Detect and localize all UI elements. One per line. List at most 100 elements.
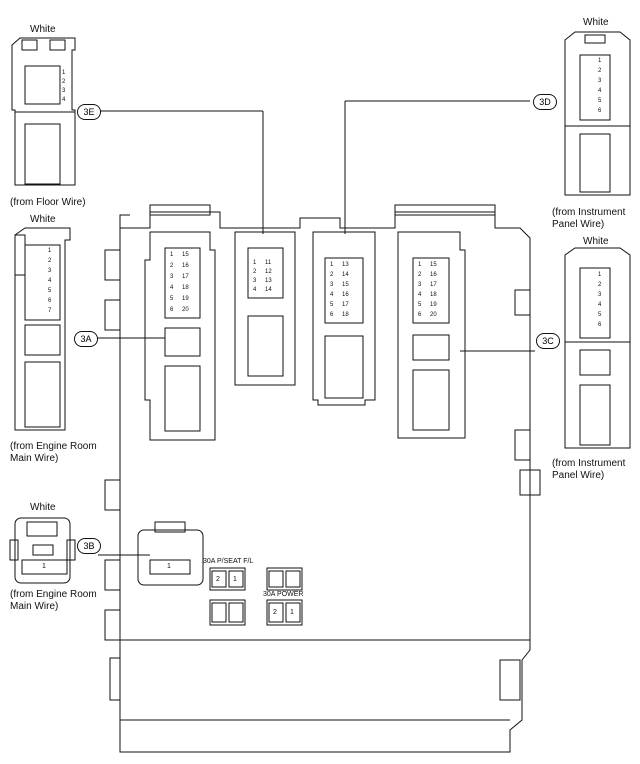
callout-3B: 3B [77,538,101,554]
pin-3E-left: 1 [253,260,257,266]
pin-3D-right: 16 [342,292,349,298]
connector-3A-color: White [30,214,56,225]
pin-3D-left: 5 [330,302,334,308]
pin-3C-right: 20 [430,312,437,318]
pin-3E-right: 12 [265,269,272,275]
pin-3A-right: 15 [182,252,189,258]
pin-3A-harness: 2 [48,258,52,264]
pin-3A-harness: 4 [48,278,52,284]
pin-3D-harness: 5 [598,98,602,104]
callout-leaders [96,100,535,556]
pin-3C-right: 19 [430,302,437,308]
callout-3D: 3D [533,94,557,110]
pin-3D-right: 15 [342,282,349,288]
connector-3D [564,31,631,196]
pin-3C-harness: 2 [598,282,602,288]
pin-3C-left: 6 [418,312,422,318]
connector-3D-source-line2: Panel Wire) [552,219,605,230]
pin-3D-left: 2 [330,272,334,278]
connector-3B-color: White [30,502,56,513]
pin-3D-harness: 2 [598,68,602,74]
pin-3D-harness: 4 [598,88,602,94]
junction-block-body [104,204,541,753]
pin-3D-right: 13 [342,262,349,268]
connector-3E-source: (from Floor Wire) [10,197,86,208]
pin-3D-right: 18 [342,312,349,318]
connector-3C [564,247,631,449]
fuse-power-pin-2: 2 [273,609,277,616]
pin-3D-harness: 3 [598,78,602,84]
pin-3A-left: 1 [170,252,174,258]
pin-3E-left: 3 [253,278,257,284]
pin-3A-left: 4 [170,285,174,291]
fuse-p-seat-pin-1: 1 [233,576,237,583]
pin-3D-right: 17 [342,302,349,308]
pin-3E-harness: 4 [62,97,66,103]
pin-3D-harness: 6 [598,108,602,114]
pin-3D-harness: 1 [598,58,602,64]
pin-3E-right: 11 [265,260,272,266]
pin-3C-left: 3 [418,282,422,288]
connector-3D-source-line1: (from Instrument [552,207,626,218]
connector-3C-source-line2: Panel Wire) [552,470,605,481]
callout-3A: 3A [74,331,98,347]
pin-3C-harness: 4 [598,302,602,308]
pin-3E-left: 2 [253,269,257,275]
pin-3C-left: 5 [418,302,422,308]
connector-3B-pin: 1 [42,563,46,570]
pin-3C-left: 2 [418,272,422,278]
pin-3D-left: 1 [330,262,334,268]
fuse-power-pin-1: 1 [290,609,294,616]
socket-3D [312,231,376,406]
fuse-label-p-seat: 30A P/SEAT F/L [203,558,254,565]
pin-3D-left: 6 [330,312,334,318]
pin-3E-right: 14 [265,287,272,293]
pin-3A-left: 2 [170,263,174,269]
pin-3C-harness: 6 [598,322,602,328]
pin-3D-left: 3 [330,282,334,288]
pin-3A-right: 20 [182,307,189,313]
pin-3C-right: 17 [430,282,437,288]
connector-3C-color: White [583,236,609,247]
pin-3C-harness: 1 [598,272,602,278]
callout-3C: 3C [536,333,560,349]
pin-3E-harness: 1 [62,70,66,76]
fuse-label-power: 30A POWER [263,591,304,598]
fuse-p-seat-pin-2: 2 [216,576,220,583]
connector-3C-source-line1: (from Instrument [552,458,626,469]
pin-3A-left: 6 [170,307,174,313]
fuse-blocks [209,567,303,626]
connector-3D-color: White [583,17,609,28]
pin-3C-harness: 5 [598,312,602,318]
pin-3E-right: 13 [265,278,272,284]
pin-3A-harness: 3 [48,268,52,274]
pin-3C-right: 15 [430,262,437,268]
pin-3D-left: 4 [330,292,334,298]
pin-3E-harness: 2 [62,79,66,85]
pin-3A-harness: 5 [48,288,52,294]
pin-3A-left: 5 [170,296,174,302]
connector-3A [14,227,71,431]
socket-3C [397,231,466,439]
pin-3A-right: 16 [182,263,189,269]
pin-3E-harness: 3 [62,88,66,94]
connector-3B [9,517,76,584]
pin-3A-harness: 6 [48,298,52,304]
connector-3B-source-line2: Main Wire) [10,601,59,612]
connector-3E [11,37,76,186]
pin-3C-harness: 3 [598,292,602,298]
connector-3A-source-line2: Main Wire) [10,453,59,464]
socket-3B-pin: 1 [167,563,171,570]
socket-3A [144,231,216,441]
socket-3E [234,231,296,386]
connector-3A-source-line1: (from Engine Room [10,441,97,452]
pin-3C-left: 1 [418,262,422,268]
pin-3A-right: 17 [182,274,189,280]
pin-3D-right: 14 [342,272,349,278]
pin-3A-right: 18 [182,285,189,291]
socket-3B [137,521,204,586]
callout-3E: 3E [77,104,101,120]
pin-3E-left: 4 [253,287,257,293]
pin-3A-harness: 1 [48,248,52,254]
